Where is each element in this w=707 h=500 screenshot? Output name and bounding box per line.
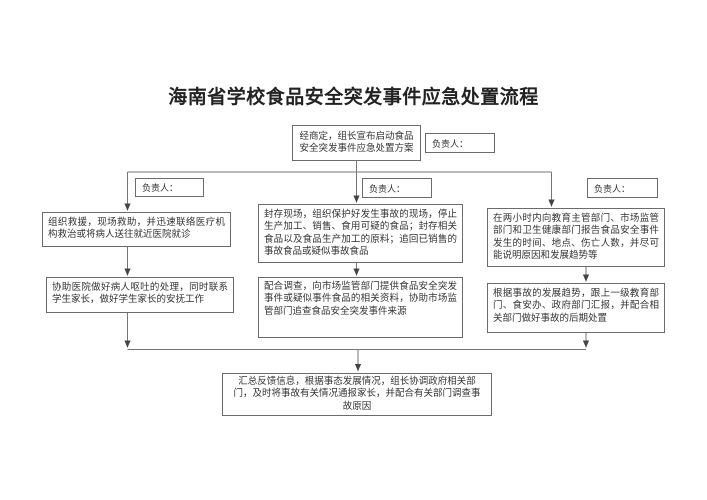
flow-node-cooperate-investigation: 配合调查，向市场监管部门提供食品安全突发事件或疑似事件食品的相关资料，协助市场监… bbox=[258, 277, 463, 338]
owner-box-middle: 负责人： bbox=[362, 178, 432, 198]
flow-node-start: 经商定，组长宣布启动食品安全突发事件应急处置方案 bbox=[292, 125, 421, 161]
flow-node-comfort-parents: 协助医院做好病人呕吐的处理，同时联系学生家长，做好学生家长的安抚工作 bbox=[46, 277, 234, 313]
flow-node-followup-report: 根据事故的发展趋势，跟上一级教育部门、食安办、政府部门汇报，并配合相关部门做好事… bbox=[487, 283, 665, 333]
owner-box-right: 负责人： bbox=[587, 178, 658, 198]
page-title: 海南省学校食品安全突发事件应急处置流程 bbox=[168, 86, 539, 108]
owner-box-left: 负责人： bbox=[135, 178, 204, 197]
flow-node-end: 汇总反馈信息，根据事态发展情况，组长协调政府相关部门，及时将事故有关情况通报家长… bbox=[222, 373, 492, 417]
flow-node-seal-site: 封存现场，组织保护好发生事故的现场，停止生产加工、销售、食用可疑的食品；封存相关… bbox=[258, 204, 463, 264]
flow-node-report-two-hours: 在两小时内向教育主管部门、市场监管部门和卫生健康部门报告食品安全事件发生的时间、… bbox=[487, 208, 665, 268]
owner-box-top: 负责人： bbox=[425, 133, 495, 153]
flow-node-rescue: 组织救援，现场救助，并迅速联络医疗机构救治或将病人送往就近医院就诊 bbox=[42, 212, 231, 247]
